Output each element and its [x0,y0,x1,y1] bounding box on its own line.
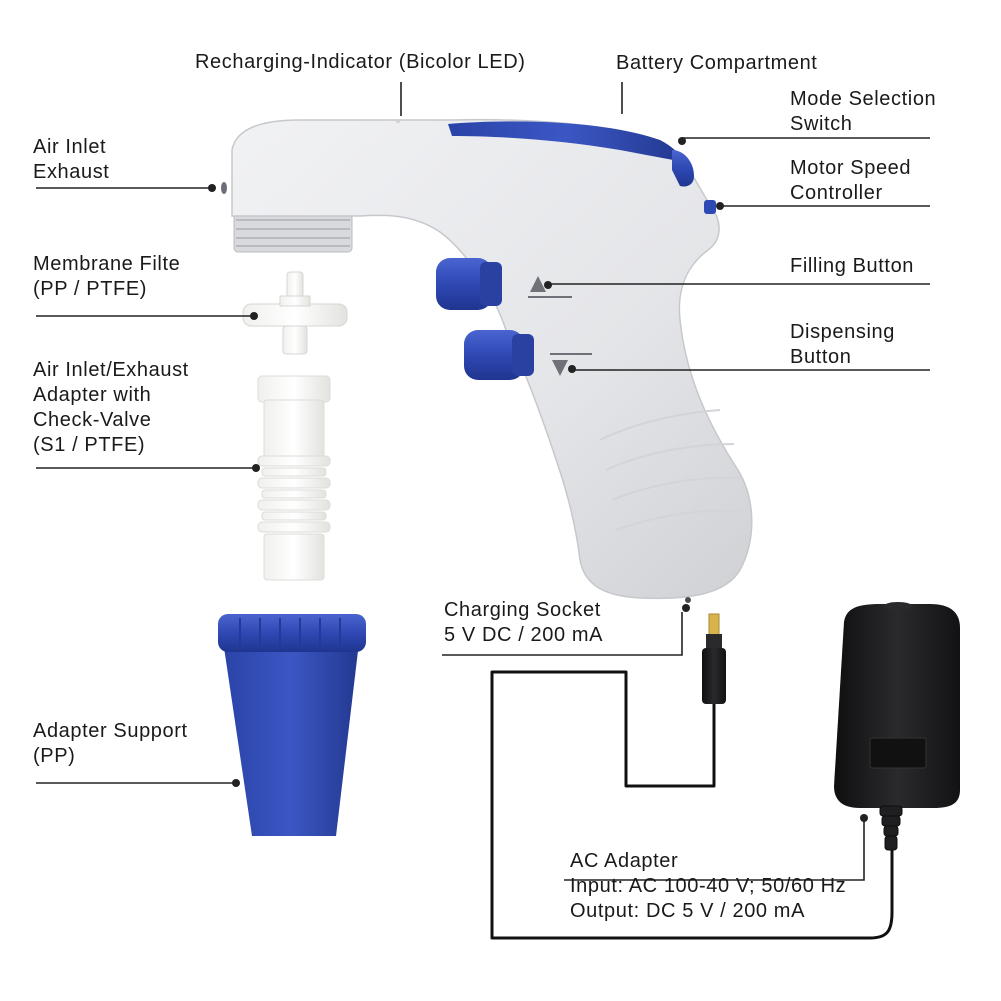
recharging-indicator-led [396,119,400,123]
label-charging-socket: Charging Socket 5 V DC / 200 mA [444,598,603,648]
charging-socket [685,597,691,603]
label-line: 5 V DC / 200 mA [444,624,604,646]
check-valve-adapter [257,375,331,581]
label-filling-button: Filling Button [790,255,915,277]
dispensing-button [464,330,534,380]
label-membrane-filter: Membrane Filte (PP / PTFE) [33,252,180,302]
label-line: Membrane Filte [33,253,181,275]
adapter-label-plate [869,737,927,769]
mode-selection-switch [672,150,694,187]
label-line: Output: DC 5 V / 200 mA [570,900,806,922]
membrane-filter [242,271,348,355]
dc-plug [702,613,726,704]
label-line: Button [790,346,852,368]
label-line: (PP / PTFE) [33,278,148,300]
label-line: Adapter with [33,384,152,406]
power-cable [490,670,894,940]
nozzle-thread [233,211,353,253]
fill-arrow-marking [528,276,572,298]
label-line: Controller [790,182,883,204]
label-motor-speed-controller: Motor Speed Controller [790,156,911,206]
label-line: Motor Speed [790,157,912,179]
label-line: (PP) [33,745,76,767]
label-line: Adapter Support [33,720,188,742]
label-line: Exhaust [33,161,110,183]
label-ac-adapter: AC Adapter Input: AC 100-40 V; 50/60 Hz … [570,849,846,924]
label-dispensing-button: Dispensing Button [790,320,895,370]
air-inlet-hole [221,182,227,194]
label-line: AC Adapter [570,850,679,872]
battery-compartment-cover [448,121,684,162]
label-air-inlet-exhaust: Air Inlet Exhaust [33,135,109,185]
label-line: Mode Selection [790,88,937,110]
label-line: Check-Valve [33,409,152,431]
label-line: Dispensing [790,321,895,343]
adapter-support [218,614,366,836]
label-line: (S1 / PTFE) [33,434,146,456]
motor-speed-controller [704,200,716,214]
label-line: Air Inlet [33,136,107,158]
label-line: Charging Socket [444,599,601,621]
ac-adapter [834,602,960,851]
label-line: Air Inlet/Exhaust [33,359,189,381]
label-battery-compartment: Battery Compartment [616,52,818,74]
label-adapter-support: Adapter Support (PP) [33,719,188,769]
filling-button [436,258,502,310]
dispense-arrow-marking [550,353,592,376]
pipette-controller [221,118,753,603]
label-mode-selection-switch: Mode Selection Switch [790,87,936,137]
label-adapter-check-valve: Air Inlet/Exhaust Adapter with Check-Val… [33,358,189,458]
label-recharging-indicator: Recharging-Indicator (Bicolor LED) [195,51,526,73]
label-line: Input: AC 100-40 V; 50/60 Hz [570,875,847,897]
leader-lines [36,82,930,881]
grip-ridges [599,409,745,531]
label-line: Switch [790,113,853,135]
